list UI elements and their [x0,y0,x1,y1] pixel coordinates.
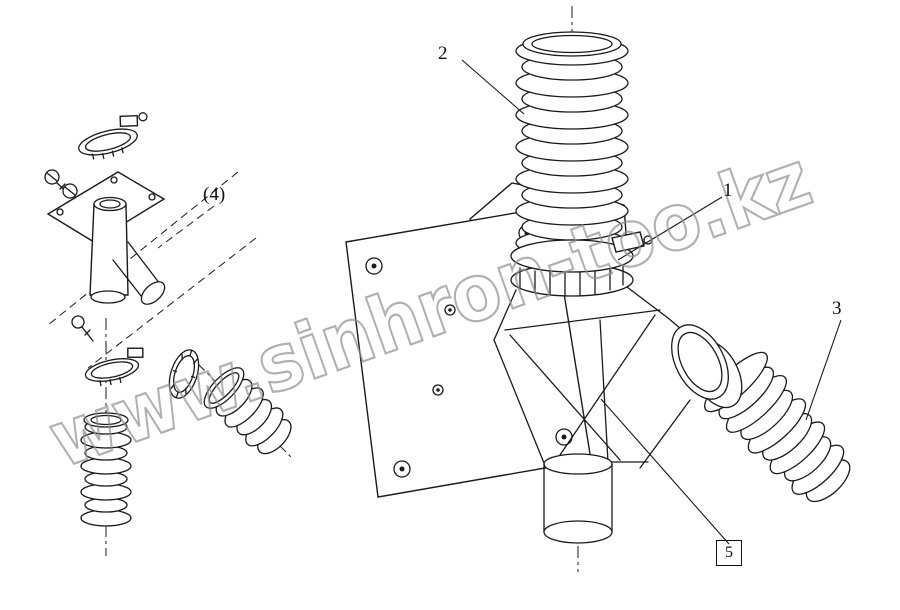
hose-clamp-top [78,112,148,160]
hose-clamp-bottom [84,347,144,387]
corrugated-hose-left-vertical [80,412,132,527]
corrugated-hose-left-diagonal [203,367,292,455]
clamp-ring-edge [168,349,200,399]
corrugated-hose-part3 [704,351,851,503]
t-fitting-body [71,196,166,342]
main-assembly [157,6,851,572]
leader-lines [157,59,842,545]
label-part2: 2 [438,43,448,64]
label-part1: 1 [723,180,733,201]
label-part5: 5 [716,540,742,566]
label-part3: 3 [832,298,842,319]
clamp-part1 [510,231,653,297]
outlet-tube [543,453,613,572]
left-exploded-assembly [44,112,293,556]
hose3-flange [671,324,743,409]
label-part4: (4) [203,184,226,205]
